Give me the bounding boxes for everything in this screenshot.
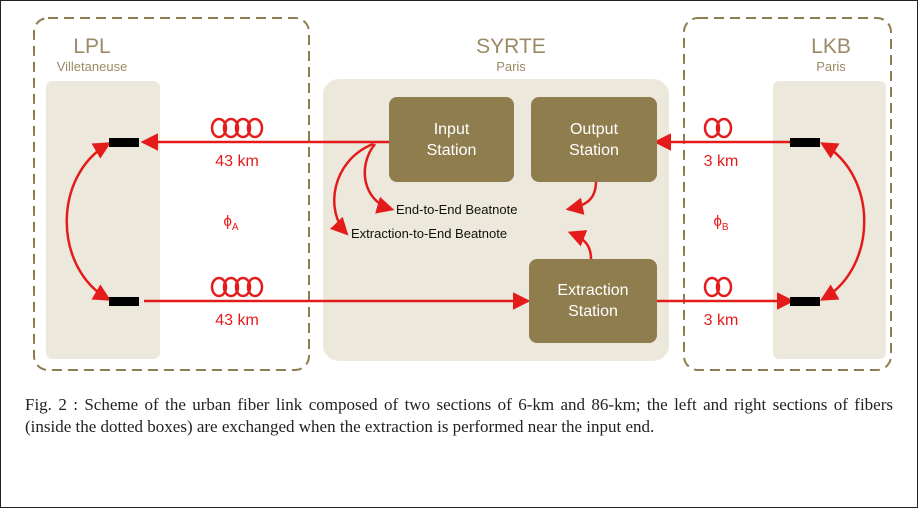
arrow-input-to-extraction-beatnote [330, 142, 374, 236]
arrow-output-to-end-beatnote [565, 180, 598, 215]
lkb-loopback-arc [819, 142, 866, 301]
site-syrte-location: Paris [496, 59, 526, 74]
site-lkb-location: Paris [816, 59, 846, 74]
site-lpl-name: LPL [73, 35, 111, 58]
connector-lkb-bottom [790, 297, 820, 306]
connector-lkb-top [790, 138, 820, 147]
fiber-spool-right-top [703, 117, 733, 139]
fiber-length-right-bottom: 3 km [703, 312, 739, 329]
phase-b-label: ϕB [713, 213, 729, 233]
end-to-end-beatnote-label: End-to-End Beatnote [396, 202, 518, 217]
connector-lpl-bottom [109, 297, 139, 306]
lkb-panel [773, 81, 886, 359]
site-lkb-name: LKB [811, 35, 851, 58]
arrow-input-to-end-beatnote [363, 143, 395, 214]
site-syrte-name: SYRTE [476, 35, 546, 58]
lpl-loopback-arc [65, 142, 112, 301]
lpl-dashed-box [33, 17, 310, 371]
extraction-station: Extraction Station [529, 259, 657, 343]
site-lpl-location: Villetaneuse [56, 59, 128, 74]
arrow-extraction-to-beatnote [567, 230, 593, 260]
fiber-length-right-top: 3 km [703, 153, 739, 170]
lpl-panel [46, 81, 160, 359]
lkb-dashed-box [683, 17, 892, 371]
extraction-to-end-beatnote-label: Extraction-to-End Beatnote [351, 226, 508, 241]
fiber-length-left-top: 43 km [215, 153, 259, 170]
figure-caption: Fig. 2 : Scheme of the urban fiber link … [25, 395, 893, 436]
phase-a-label: ϕA [223, 213, 239, 233]
input-station: Input Station [389, 97, 514, 182]
link-diagram [33, 17, 892, 371]
output-station: Output Station [531, 97, 657, 182]
fiber-spool-left-top [210, 117, 264, 139]
fiber-spool-right-bottom [703, 276, 733, 298]
fiber-length-left-bottom: 43 km [215, 312, 259, 329]
fiber-spool-left-bottom [210, 276, 264, 298]
connector-lpl-top [109, 138, 139, 147]
